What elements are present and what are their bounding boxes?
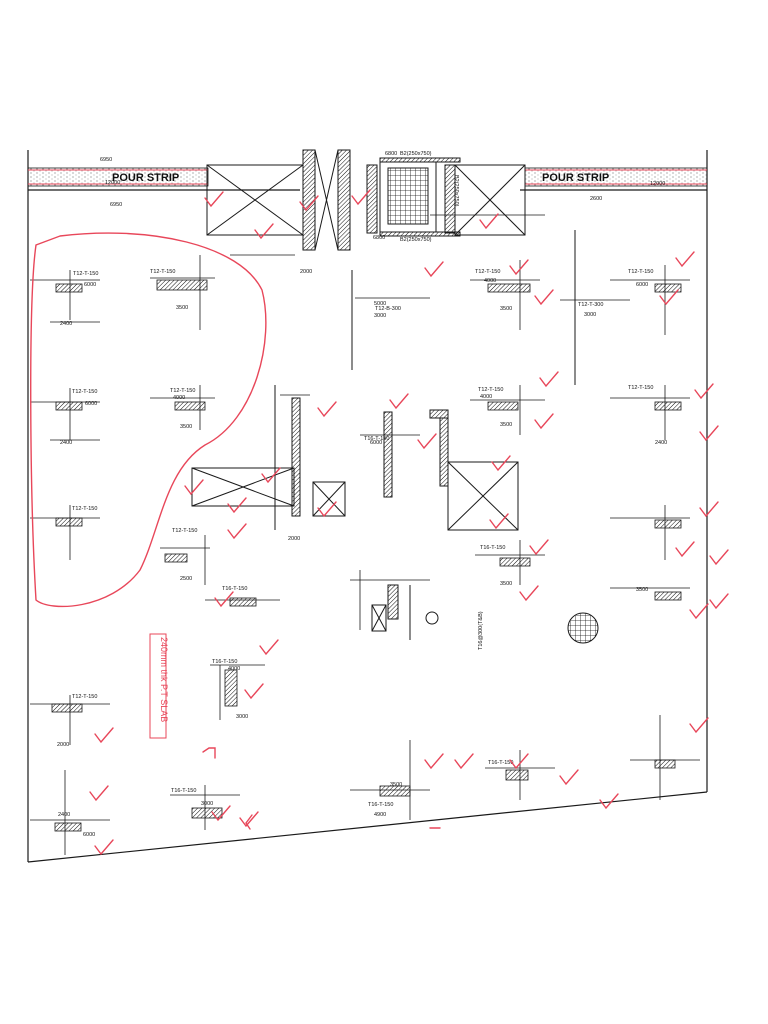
rebar-bar — [54, 822, 82, 832]
dimension-label: 3500 — [636, 587, 648, 593]
rebar-label: T12-T-150 — [628, 385, 653, 391]
rebar-label: T12-T-150 — [72, 694, 97, 700]
rebar-bar — [505, 769, 529, 781]
rebar-label: T12-T-150 — [72, 506, 97, 512]
rebar-bar — [55, 517, 83, 527]
rebar-bar — [654, 283, 682, 293]
rebar-bar — [55, 401, 83, 411]
dimension-label: 2400 — [655, 440, 667, 446]
dimension-label: 2400 — [60, 321, 72, 327]
dimension-label: 6000 — [85, 401, 97, 407]
dimension-label: 4000 — [484, 278, 496, 284]
dimension-label: 12000 — [105, 180, 120, 186]
rebar-label: T16-T-150 — [171, 788, 196, 794]
dimension-label: 6000 — [636, 282, 648, 288]
rebar-label: T12-T-150 — [628, 269, 653, 275]
rebar-bar — [229, 597, 257, 607]
rebar-bar — [654, 759, 676, 769]
rebar-label: T12-T-150 — [170, 388, 195, 394]
rebar-label: T12-T-300 — [578, 302, 603, 308]
review-markup — [30, 189, 729, 856]
dimension-label: 2600 — [590, 196, 602, 202]
rebar-label: T12-B-300 — [375, 306, 401, 312]
dimension-label: 4900 — [374, 812, 386, 818]
beam-label: B2(250x750) — [453, 175, 459, 207]
rebar-label: T12-T-150 — [72, 389, 97, 395]
rebar-label: T16-T-150 — [480, 545, 505, 551]
dimension-label: 3500 — [176, 305, 188, 311]
core-walls — [206, 149, 526, 251]
dimension-label: 6000 — [370, 440, 382, 446]
rebar-bar — [654, 401, 682, 411]
pour-strip-right: POUR STRIP — [524, 167, 708, 187]
dimension-label: 3500 — [500, 306, 512, 312]
tendon-note: T16@300(T&B) — [478, 611, 484, 650]
rebar-bar — [224, 669, 238, 707]
dimension-label: 6800 — [385, 151, 397, 157]
rebar-label: T16-T-150 — [368, 802, 393, 808]
dimension-label: 2000 — [57, 742, 69, 748]
dimension-label: 3500 — [500, 581, 512, 587]
rebar-bar — [55, 283, 83, 293]
rebar-bar — [51, 703, 83, 713]
dimension-label: 6950 — [100, 157, 112, 163]
dimension-label: 4000 — [228, 666, 240, 672]
dimension-label: 2000 — [288, 536, 300, 542]
dimension-label: 3000 — [201, 801, 213, 807]
dimension-label: 2400 — [60, 440, 72, 446]
dimension-label: 2500 — [180, 576, 192, 582]
rebar-label: T16-T-150 — [488, 760, 513, 766]
rebar-label: T16-T-150 — [222, 586, 247, 592]
dimension-label: 2000 — [300, 269, 312, 275]
rebar-label: T12-T-150 — [475, 269, 500, 275]
rebar-bar — [487, 283, 531, 293]
dimension-label: 3500 — [390, 782, 402, 788]
rebar-bar — [499, 557, 531, 567]
rebar-label: T12-T-150 — [172, 528, 197, 534]
rebar-bar — [654, 591, 682, 601]
central-structure — [191, 230, 599, 644]
dimension-label: 6950 — [110, 202, 122, 208]
dimension-label: 12000 — [650, 181, 665, 187]
dimension-label: 3500 — [180, 424, 192, 430]
rebar-bar — [174, 401, 206, 411]
slab-outline — [27, 150, 708, 863]
dimension-label: 3000 — [374, 313, 386, 319]
rebar-bar — [156, 279, 208, 291]
pour-strip-left: POUR STRIP — [27, 167, 209, 187]
dimension-label: 5000 — [374, 301, 386, 307]
dimension-label: 4000 — [173, 395, 185, 401]
rebar-label: T16-T-150 — [364, 436, 389, 442]
dimension-label: 3000 — [236, 714, 248, 720]
dimension-label: 4000 — [480, 394, 492, 400]
beam-label: B2(250x750) — [400, 151, 432, 157]
rebar-label: T12-T-150 — [73, 271, 98, 277]
rebar-bar — [164, 553, 188, 563]
rebar-bars — [51, 279, 682, 832]
dimension-label: 6800 — [373, 235, 385, 241]
dimension-label: 3000 — [584, 312, 596, 318]
beam-label: B2(250x750) — [400, 237, 432, 243]
slab-note: 240mm thk P.T SLAB — [149, 633, 169, 739]
dimension-label: 2400 — [58, 812, 70, 818]
dimension-labels: 6000 3500 2400 4000 3500 6000 2400 4000 3000 2000… — [57, 269, 667, 838]
pour-strip-label: POUR STRIP — [112, 172, 179, 184]
rebar-bar — [191, 807, 223, 819]
dimension-leaders — [30, 214, 700, 855]
dimension-label: 3500 — [500, 422, 512, 428]
rebar-label: T12-T-150 — [478, 387, 503, 393]
rebar-label: T16-T-150 — [212, 659, 237, 665]
rebar-bar — [487, 401, 519, 411]
rebar-label: T12-T-150 — [150, 269, 175, 275]
rebar-bar — [654, 519, 682, 529]
pour-strip-label: POUR STRIP — [542, 172, 609, 184]
slab-note-text: 240mm thk P.T SLAB — [159, 637, 169, 722]
dimension-label: 6000 — [84, 282, 96, 288]
dimension-label: 6000 — [83, 832, 95, 838]
